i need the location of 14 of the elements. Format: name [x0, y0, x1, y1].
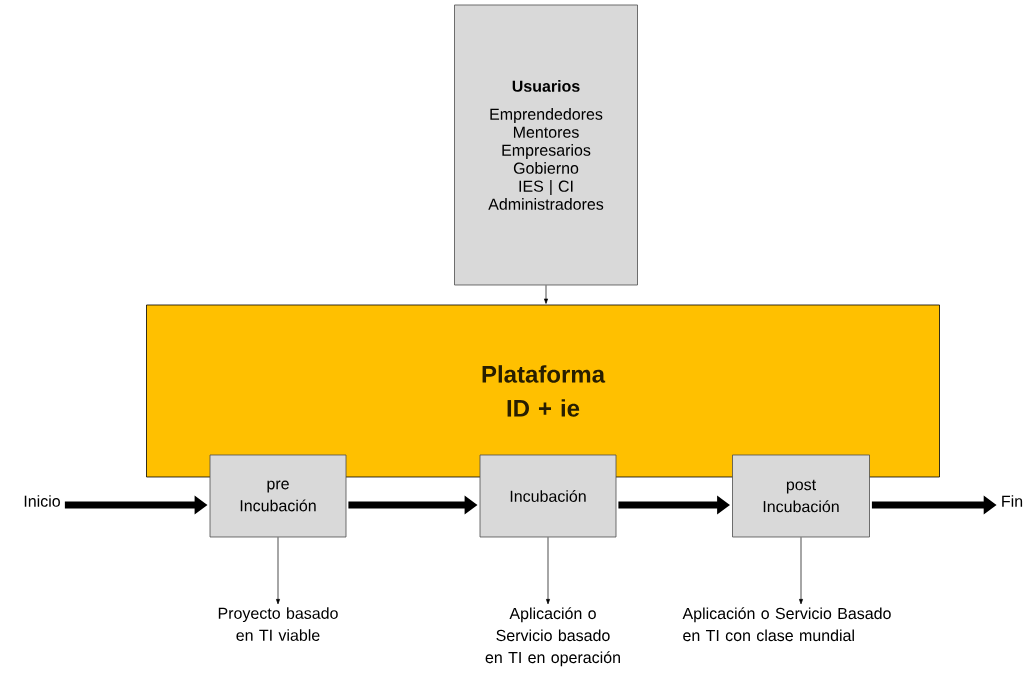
outcome-text: Aplicación o Servicio basado en TI en operación: [485, 607, 620, 667]
flow-label: Inicio: [24, 495, 60, 507]
stage-box: Incubación: [479, 454, 617, 538]
stage-box: pre Incubación: [209, 454, 347, 538]
outcome-text: Aplicación o Servicio Basado en TI con clase mundial: [682, 607, 891, 642]
arrow: [544, 285, 548, 304]
platform-band: Plataforma ID + ie: [146, 304, 940, 478]
arrow: [276, 537, 280, 605]
arrow: [799, 537, 803, 605]
flow-label: Fin: [1002, 495, 1023, 507]
arrow: [546, 537, 550, 605]
stage-box: post Incubación: [732, 454, 870, 538]
outcome-text: Proyecto basado en TI viable: [218, 607, 338, 641]
users-box: Usuarios Emprendedores Mentores Empresarios Gobierno IES | CI Administradores: [454, 4, 638, 286]
